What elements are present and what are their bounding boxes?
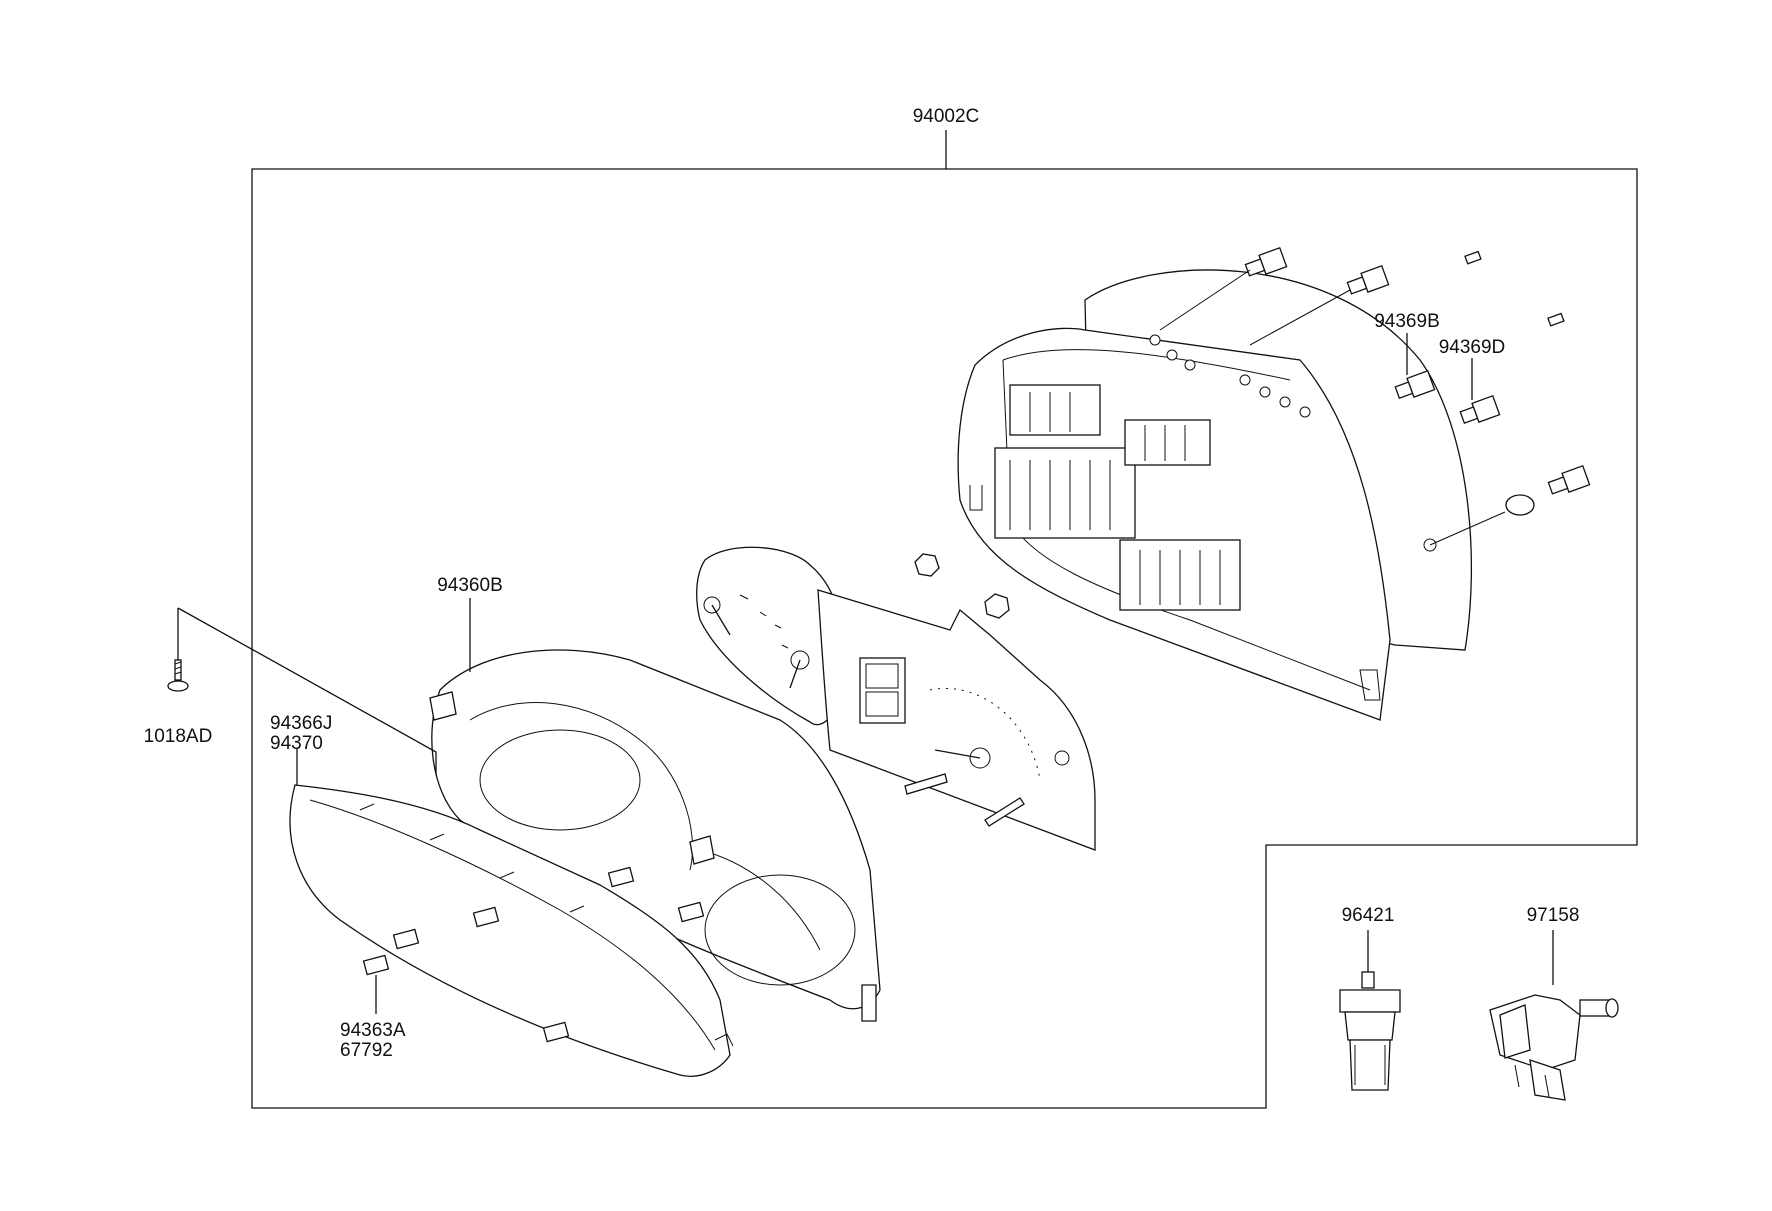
label-97158: 97158 (1527, 905, 1580, 926)
label-94366J: 94366J (270, 713, 332, 734)
bulb-socket-d (1459, 394, 1501, 424)
label-94370: 94370 (270, 733, 323, 754)
label-94363A: 94363A (340, 1020, 406, 1041)
dial-plate-speedometer (817, 589, 1096, 851)
label-94360B: 94360B (437, 575, 503, 596)
label-96421: 96421 (1342, 905, 1395, 926)
label-94002C: 94002C (913, 106, 980, 127)
bulb-socket-b (1394, 369, 1436, 399)
assembly-frame (251, 168, 1638, 1109)
window-plates (362, 866, 705, 1043)
label-67792: 67792 (340, 1040, 393, 1061)
sender-96421 (1339, 930, 1401, 1091)
bulb-socket-row (1159, 246, 1591, 546)
label-1018AD: 1018AD (144, 726, 213, 747)
connector-block-2 (1119, 539, 1241, 611)
rear-case (957, 269, 1473, 721)
screw (167, 607, 437, 775)
sender-97158 (1489, 930, 1619, 1101)
mask-case (429, 649, 881, 1022)
label-94369D: 94369D (1439, 337, 1506, 358)
lens-cover (289, 784, 734, 1077)
knob-caps (914, 553, 1010, 619)
connector-block-1 (994, 447, 1136, 539)
lcd-window (859, 657, 906, 724)
label-94369B: 94369B (1374, 311, 1440, 332)
connector-block-4 (1124, 419, 1211, 466)
connector-block-3 (1009, 384, 1101, 436)
